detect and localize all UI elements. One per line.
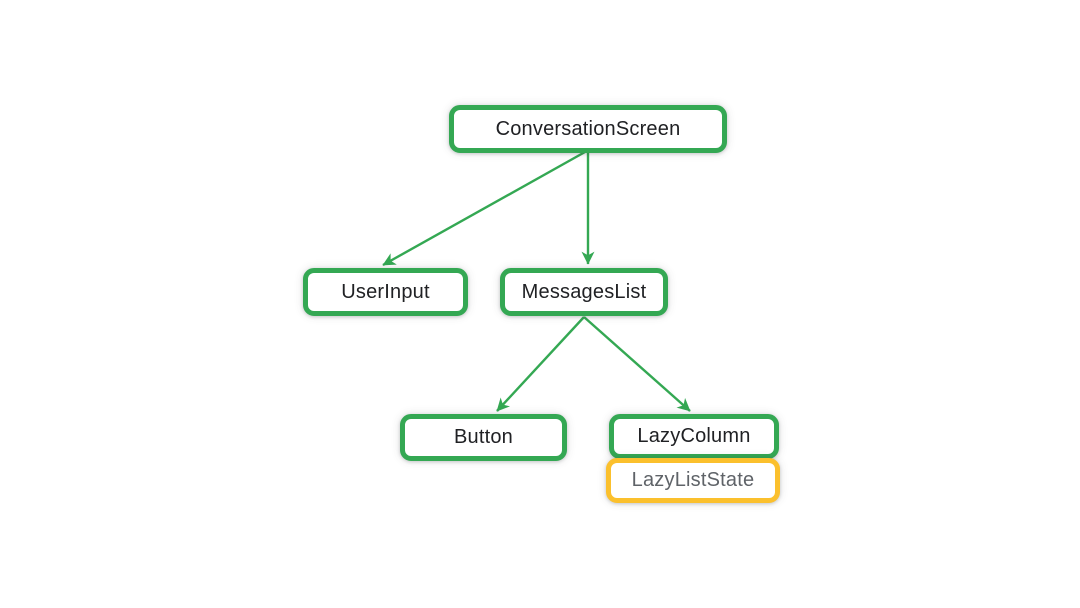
edge-conversationscreen-userinput-arrow (382, 150, 586, 267)
edge-messageslist-lazycolumn-arrow (583, 316, 691, 412)
node-button: Button (400, 414, 567, 461)
node-conversation-screen: ConversationScreen (449, 105, 727, 153)
node-user-input-label: UserInput (341, 280, 430, 303)
node-conversation-screen-label: ConversationScreen (495, 117, 681, 140)
edge-messageslist-button-arrow (496, 316, 585, 412)
node-lazy-column-label: LazyColumn (637, 425, 751, 447)
node-messages-list-label: MessagesList (521, 280, 647, 303)
node-messages-list: MessagesList (500, 268, 668, 316)
node-lazy-list-state-label: LazyListState (631, 469, 755, 491)
node-lazy-list-state: LazyListState (606, 458, 780, 503)
node-user-input: UserInput (303, 268, 468, 316)
node-button-label: Button (453, 426, 514, 448)
node-lazy-column: LazyColumn (609, 414, 779, 459)
